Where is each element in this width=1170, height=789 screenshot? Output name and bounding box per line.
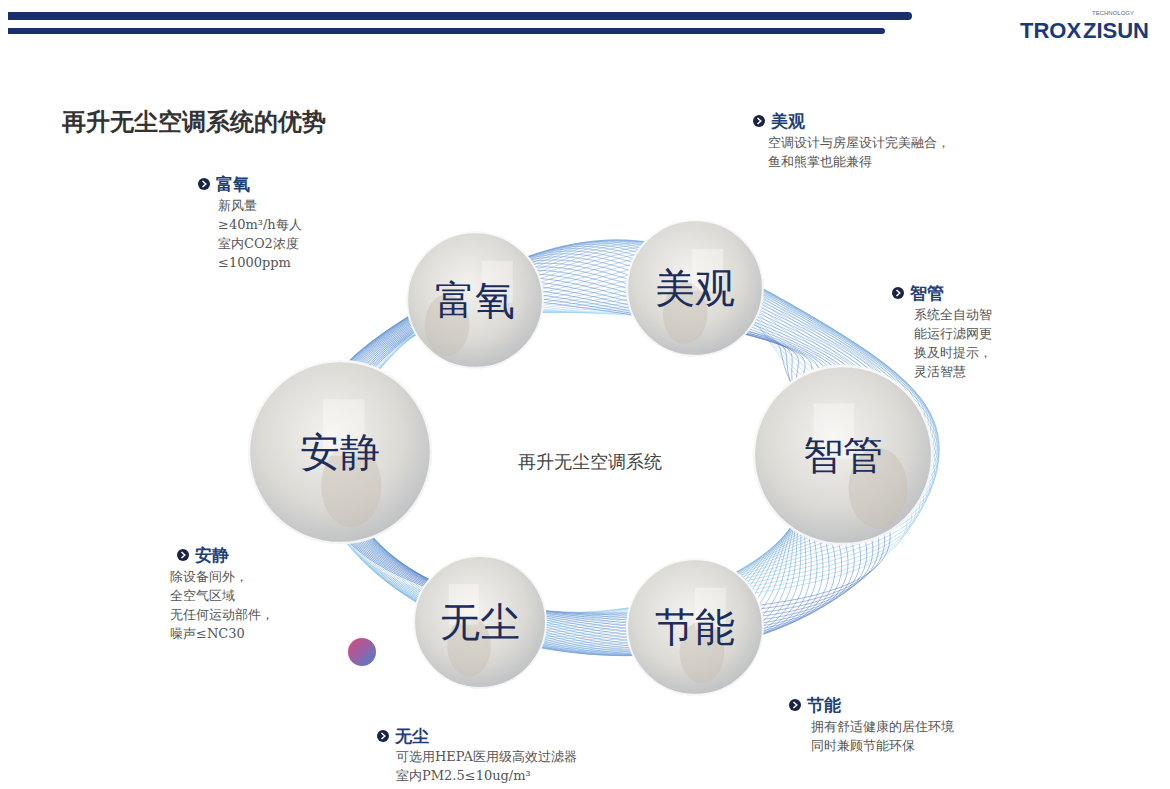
diagram-title: 再升无尘空调系统的优势 [62,106,326,138]
photo-circle: 安静 [246,358,434,546]
callout-text: 除设备间外， 全空气区域 无任何运动部件， 噪声≤NC30 [170,568,274,643]
callout-text: 新风量≥40m³/h每人 室内CO2浓度≤1000ppm [218,197,302,272]
callout-heading: 节能 [807,694,841,716]
callout-text: 拥有舒适健康的居住环境 同时兼顾节能环保 [811,718,954,756]
circle-label: 无尘 [440,600,520,644]
header-bar [8,12,912,20]
photo-circle: 富氧 [405,230,545,370]
header-bar [8,28,885,34]
callout-heading: 富氧 [216,173,250,195]
callout-heading: 智管 [910,282,944,304]
circle-label: 美观 [655,266,735,310]
circle-label: 智管 [803,433,883,477]
callout-text: 系统全自动智 能运行滤网更 换及时提示， 灵活智慧 [914,306,992,381]
gradient-dot [348,638,376,666]
photo-circle: 美观 [625,218,765,358]
center-label: 再升无尘空调系统 [518,450,662,474]
logo-word: TROX [1020,20,1081,42]
callout-text: 空调设计与房屋设计完美融合， 鱼和熊掌也能兼得 [768,134,950,172]
callout-heading: 无尘 [395,725,429,747]
callout-heading: 美观 [771,110,805,132]
photo-circle: 无尘 [412,554,548,690]
circle-label: 节能 [655,605,735,649]
circle-label: 富氧 [435,278,515,322]
photo-circle: 节能 [625,557,765,697]
circle-label: 安静 [300,430,380,474]
callout-text: 可选用HEPA医用级高效过滤器 室内PM2.5≤10ug/m³ [396,748,577,786]
logo-word: ZISUN [1083,20,1149,42]
logo-tagline: TECHNOLOGY [1092,10,1134,16]
photo-circle: 智管 [751,363,935,547]
callout-heading: 安静 [195,544,229,566]
